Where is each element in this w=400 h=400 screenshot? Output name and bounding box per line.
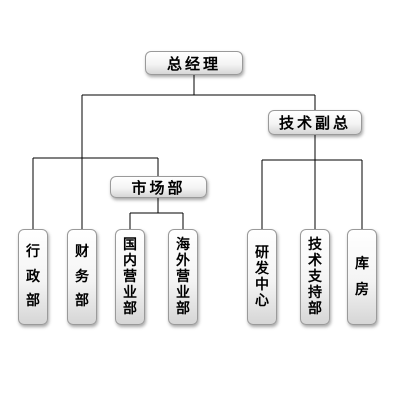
- label-char: 心: [255, 293, 269, 310]
- node-admin: 行政部: [18, 229, 48, 325]
- node-vp-tech-label: 技术副总: [278, 114, 351, 132]
- node-domestic-sales: 国内营业部: [115, 229, 145, 325]
- label-char: 海: [176, 236, 190, 253]
- label-char: 发: [255, 260, 269, 277]
- label-char: 务: [75, 268, 89, 285]
- label-char: 行: [26, 244, 40, 261]
- label-char: 内: [123, 252, 137, 269]
- node-ceo-label: 总经理: [166, 54, 221, 73]
- label-char: 营: [123, 268, 137, 285]
- node-ceo: 总经理: [145, 51, 243, 75]
- label-char: 持: [308, 285, 322, 302]
- label-char: 营: [176, 268, 190, 285]
- label-char: 部: [123, 301, 137, 318]
- node-tech-support: 技术支持部: [300, 229, 330, 325]
- label-char: 支: [308, 268, 322, 285]
- label-char: 中: [255, 277, 269, 293]
- label-char: 政: [26, 268, 40, 285]
- node-warehouse: 库房: [347, 229, 377, 325]
- label-char: 房: [355, 281, 369, 298]
- node-rnd: 研发中心: [247, 229, 277, 325]
- label-char: 库: [355, 255, 369, 272]
- label-char: 技: [308, 236, 322, 253]
- label-char: 术: [308, 252, 322, 269]
- label-char: 部: [176, 301, 190, 318]
- node-marketing: 市场部: [110, 176, 207, 198]
- label-char: 业: [123, 285, 137, 302]
- label-char: 部: [75, 293, 89, 310]
- label-char: 部: [26, 293, 40, 310]
- label-char: 业: [176, 285, 190, 302]
- label-char: 部: [308, 301, 322, 318]
- node-finance: 财务部: [67, 229, 97, 325]
- label-char: 财: [75, 244, 89, 261]
- node-overseas-sales: 海外营业部: [168, 229, 198, 325]
- node-vp-tech: 技术副总: [268, 110, 362, 135]
- label-char: 外: [176, 252, 190, 269]
- label-char: 研: [255, 244, 269, 261]
- label-char: 国: [123, 236, 137, 253]
- node-marketing-label: 市场部: [131, 178, 186, 197]
